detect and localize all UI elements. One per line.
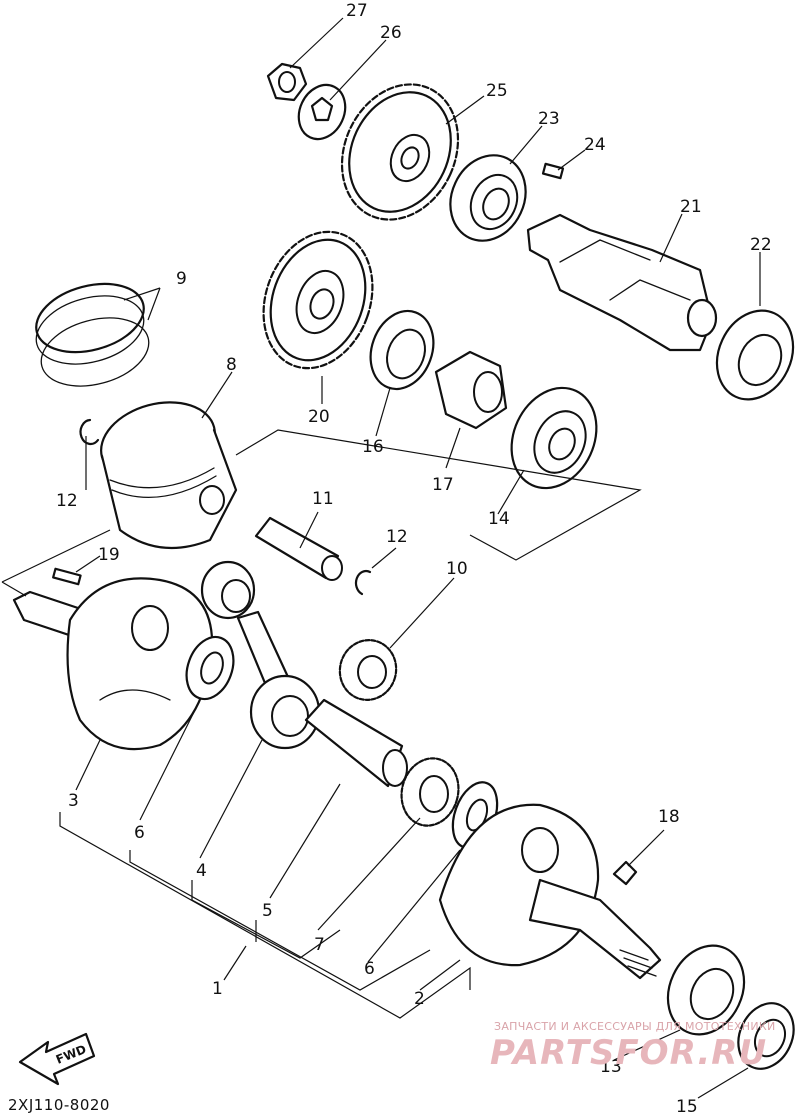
callout-9: 9 [176, 269, 187, 289]
thrust-washer-left-part [185, 635, 235, 701]
callout-4: 4 [196, 861, 207, 881]
piston-part [100, 401, 238, 550]
piston-pin-part [254, 516, 343, 581]
callout-6-left: 6 [134, 823, 145, 843]
callout-24: 24 [584, 135, 606, 155]
fwd-arrow-icon: FWD [18, 1032, 96, 1086]
callout-16: 16 [362, 437, 384, 457]
balancer-key-part [541, 162, 565, 180]
watermark-tagline: ЗАПЧАСТИ И АКСЕССУАРЫ ДЛЯ МОТОТЕХНИКИ [494, 1020, 776, 1033]
callout-7: 7 [314, 935, 325, 955]
callout-22: 22 [750, 235, 772, 255]
crank-key-right-part [612, 860, 638, 886]
crank-right-half-part [438, 803, 662, 980]
balancer-shaft-part [526, 213, 718, 352]
crank-key-part [52, 567, 82, 586]
balancer-gear-top-part [340, 83, 460, 221]
callout-20: 20 [308, 407, 330, 427]
assembly-brackets [1, 429, 642, 1019]
leader-lines [75, 17, 761, 1099]
callout-14: 14 [488, 509, 510, 529]
needle-bearing-big-part [400, 757, 460, 827]
callout-12-lower: 12 [386, 527, 408, 547]
watermark-logo: PARTSFOR.RU [490, 1033, 767, 1073]
piston-rings-part [35, 282, 150, 387]
callout-26: 26 [380, 23, 402, 43]
crank-left-half-part [12, 577, 214, 751]
callout-12-upper: 12 [56, 491, 78, 511]
callout-10: 10 [446, 559, 468, 579]
balancer-bearing-upper-part [449, 154, 527, 242]
callout-15: 15 [676, 1097, 698, 1115]
circlip-upper-part [79, 418, 100, 446]
callout-3: 3 [68, 791, 79, 811]
drawing-code: 2XJ110-8020 [8, 1096, 110, 1114]
callout-25: 25 [486, 81, 508, 101]
callout-13: 13 [600, 1057, 622, 1077]
callout-8: 8 [226, 355, 237, 375]
bearing-16-part [369, 309, 435, 391]
nut-part [266, 62, 308, 102]
callout-27: 27 [346, 1, 368, 21]
balancer-driven-gear-part [262, 230, 374, 370]
callout-23: 23 [538, 109, 560, 129]
callout-2: 2 [414, 989, 425, 1009]
callout-5: 5 [262, 901, 273, 921]
callout-1: 1 [212, 979, 223, 999]
watermark: ЗАПЧАСТИ И АКСЕССУАРЫ ДЛЯ МОТОТЕХНИКИ PA… [490, 1020, 776, 1073]
circlip-lower-part [354, 569, 372, 596]
lock-washer-part [297, 83, 347, 141]
oil-seal-part [737, 1002, 795, 1070]
callout-19: 19 [98, 545, 120, 565]
balancer-bearing-right-part [715, 309, 795, 401]
connecting-rod-part [200, 560, 321, 750]
crank-bearing-right-part [666, 944, 746, 1036]
bearing-14-part [510, 386, 598, 490]
callout-21: 21 [680, 197, 702, 217]
crank-pin-part [304, 698, 408, 788]
callout-6-right: 6 [364, 959, 375, 979]
collar-17-part [434, 350, 508, 430]
callout-17: 17 [432, 475, 454, 495]
callout-18: 18 [658, 807, 680, 827]
callout-labels: 27 26 25 23 24 21 22 9 8 20 16 17 14 12 … [56, 1, 772, 1115]
callout-11: 11 [312, 489, 334, 509]
needle-bearing-small-part [338, 639, 398, 701]
